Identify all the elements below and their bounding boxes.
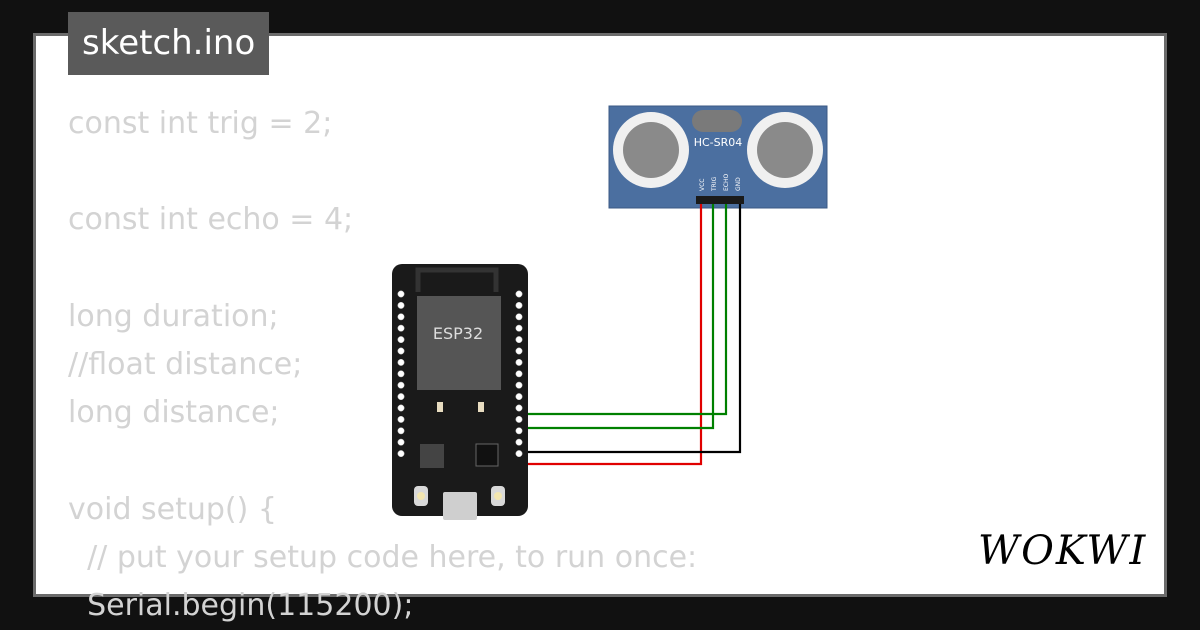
header-pin[interactable] [515, 336, 523, 344]
header-pin[interactable] [397, 381, 405, 389]
board-label: ESP32 [433, 324, 483, 343]
sensor-pin-labels: VCC TRIG ECHO GND [699, 174, 742, 192]
code-text: const int trig = 2; const int echo = 4; … [68, 106, 698, 624]
header-pin[interactable] [515, 358, 523, 366]
header-pin[interactable] [397, 450, 405, 458]
header-pin[interactable] [515, 415, 523, 423]
header-pin[interactable] [515, 381, 523, 389]
header-pin[interactable] [515, 393, 523, 401]
antenna-trace [415, 267, 499, 292]
header-pin[interactable] [397, 415, 405, 423]
usb-port [443, 492, 477, 520]
header-pin[interactable] [397, 313, 405, 321]
smd-component [437, 402, 443, 412]
header-pin[interactable] [397, 358, 405, 366]
wire-echo [519, 204, 728, 416]
button-cap [417, 492, 425, 500]
voltage-regulator [420, 444, 444, 468]
esp32-module [417, 296, 501, 390]
wire-gnd [519, 204, 742, 454]
header-pin[interactable] [515, 290, 523, 298]
wire-trig [519, 204, 715, 430]
sensor-mesh-right [757, 122, 813, 178]
pin-label-echo: ECHO [723, 174, 730, 191]
sensor-mesh-left [623, 122, 679, 178]
header-pin[interactable] [397, 290, 405, 298]
header-pin[interactable] [515, 301, 523, 309]
button-cap [494, 492, 502, 500]
esp32-board[interactable]: ESP32 [392, 264, 528, 520]
header-pin[interactable] [397, 336, 405, 344]
sensor-label: HC-SR04 [694, 136, 743, 149]
header-pin[interactable] [515, 313, 523, 321]
header-pin[interactable] [397, 347, 405, 355]
wires [519, 204, 742, 466]
header-pin[interactable] [515, 370, 523, 378]
wire-vcc [519, 204, 703, 466]
header-pin[interactable] [397, 404, 405, 412]
header-pin[interactable] [515, 450, 523, 458]
pin-label-trig: TRIG [711, 176, 718, 192]
hc-sr04-sensor[interactable]: HC-SR04 VCC TRIG ECHO GND [608, 105, 828, 209]
pin-label-vcc: VCC [699, 179, 706, 191]
header-pin[interactable] [397, 301, 405, 309]
header-pin[interactable] [397, 393, 405, 401]
code-preview: const int trig = 2; const int echo = 4; … [36, 36, 1164, 623]
header-pin[interactable] [515, 324, 523, 332]
header-pin[interactable] [397, 324, 405, 332]
header-pin[interactable] [515, 427, 523, 435]
sensor-header [696, 196, 744, 204]
pin-label-gnd: GND [735, 177, 742, 191]
canvas-card [33, 33, 1167, 597]
sensor-crystal [692, 110, 742, 132]
file-tab[interactable]: sketch.ino [68, 12, 270, 75]
header-pin[interactable] [397, 427, 405, 435]
pins-right [515, 290, 523, 458]
header-pin[interactable] [515, 404, 523, 412]
header-pin[interactable] [515, 347, 523, 355]
header-pin[interactable] [515, 438, 523, 446]
pins-left [397, 290, 405, 458]
header-pin[interactable] [397, 438, 405, 446]
wokwi-logo: WOKWI [978, 528, 1148, 574]
header-pin[interactable] [397, 370, 405, 378]
usb-chip [475, 443, 499, 467]
smd-component [478, 402, 484, 412]
